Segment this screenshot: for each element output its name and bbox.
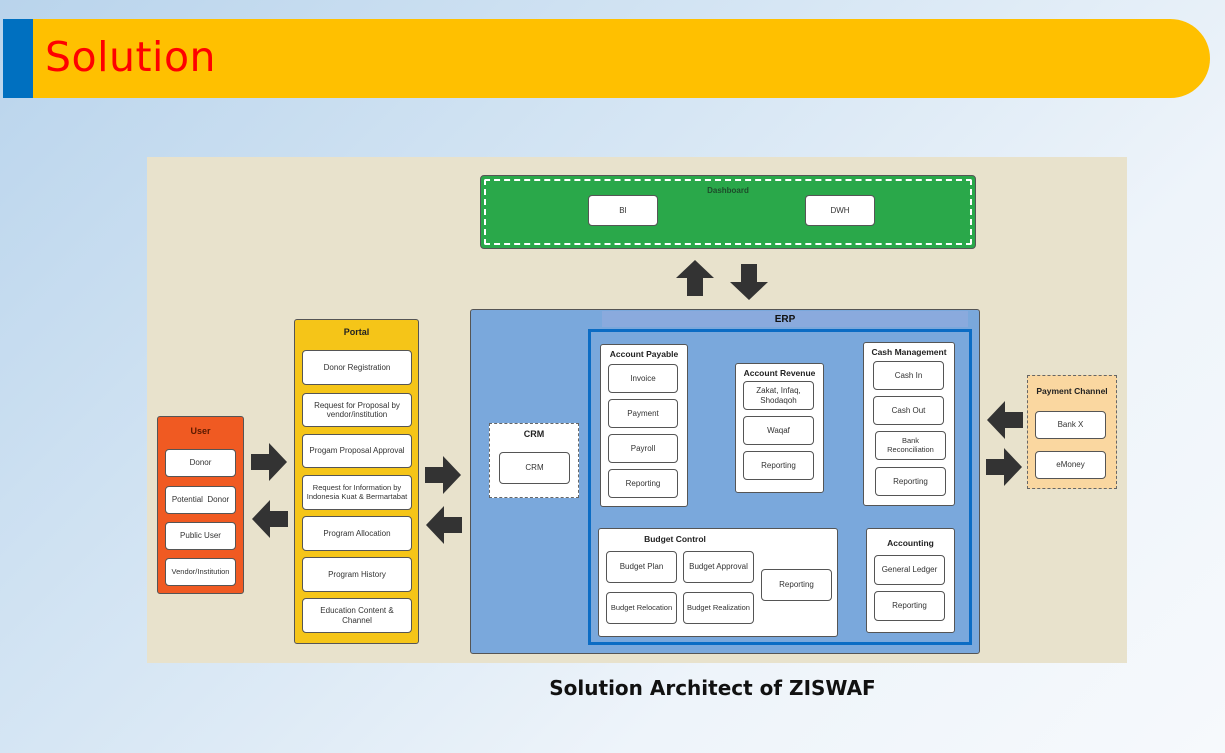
ar-item-waqaf: Waqaf <box>743 416 814 445</box>
erp-title: ERP <box>774 314 796 325</box>
bc-item-reporting: Reporting <box>761 569 832 601</box>
arrow-left-icon <box>426 506 462 544</box>
architecture-diagram: Dashboard BI DWH User Donor Potential Do… <box>147 157 1127 663</box>
user-item-public-user: Public User <box>165 522 236 550</box>
account-payable-title: Account Payable <box>609 349 679 359</box>
cm-item-cash-in: Cash In <box>873 361 944 390</box>
budget-control-title: Budget Control <box>644 534 706 544</box>
cm-item-cash-out: Cash Out <box>873 396 944 425</box>
ar-item-reporting: Reporting <box>743 451 814 480</box>
accounting-panel: Accounting General Ledger Reporting <box>866 528 955 633</box>
account-payable-panel: Account Payable Invoice Payment Payroll … <box>600 344 688 507</box>
portal-item-program-history: Program History <box>302 557 412 592</box>
portal-item-donor-registration: Donor Registration <box>302 350 412 385</box>
payment-item-emoney: eMoney <box>1035 451 1106 479</box>
user-item-vendor-institution: Vendor/Institution <box>165 558 236 586</box>
cm-item-bank-reconciliation: Bank Reconciliation <box>875 431 946 460</box>
ap-item-payroll: Payroll <box>608 434 678 463</box>
portal-item-request-for-proposal: Request for Proposal by vendor/instituti… <box>302 393 412 427</box>
budget-control-panel: Budget Control Budget Plan Budget Approv… <box>598 528 838 637</box>
crm-item: CRM <box>499 452 570 484</box>
erp-header-strip <box>602 311 968 327</box>
dashboard-dashed-border <box>484 179 972 245</box>
bc-item-budget-realization: Budget Realization <box>683 592 754 624</box>
account-revenue-panel: Account Revenue Zakat, Infaq, Shodaqoh W… <box>735 363 824 493</box>
arrow-left-icon <box>252 500 288 538</box>
payment-channel-title: Payment Channel <box>1036 386 1108 396</box>
bc-item-budget-approval: Budget Approval <box>683 551 754 583</box>
cm-item-reporting: Reporting <box>875 467 946 496</box>
portal-title: Portal <box>343 327 370 337</box>
payment-channel-panel: Payment Channel Bank X eMoney <box>1027 375 1117 489</box>
title-banner-accent <box>3 19 33 98</box>
arrow-up-icon <box>676 260 714 296</box>
dashboard-title: Dashboard <box>707 186 749 195</box>
arrow-left-icon <box>987 401 1023 439</box>
user-title: User <box>190 426 211 436</box>
portal-panel: Portal Donor Registration Request for Pr… <box>294 319 419 644</box>
title-banner <box>3 19 1210 98</box>
arrow-right-icon <box>986 448 1022 486</box>
user-panel: User Donor Potential Donor Public User V… <box>157 416 244 594</box>
portal-item-education-content: Education Content & Channel <box>302 598 412 633</box>
accounting-title: Accounting <box>887 538 934 548</box>
diagram-caption: Solution Architect of ZISWAF <box>549 676 876 700</box>
ap-item-payment: Payment <box>608 399 678 428</box>
ap-item-reporting: Reporting <box>608 469 678 498</box>
arrow-right-icon <box>425 456 461 494</box>
bc-item-budget-relocation: Budget Relocation <box>606 592 677 624</box>
portal-item-program-proposal-approval: Progam Proposal Approval <box>302 434 412 468</box>
dashboard-item-dwh: DWH <box>805 195 875 226</box>
bc-item-budget-plan: Budget Plan <box>606 551 677 583</box>
cash-management-panel: Cash Management Cash In Cash Out Bank Re… <box>863 342 955 506</box>
payment-item-bank-x: Bank X <box>1035 411 1106 439</box>
ar-item-zakat-infaq-shodaqoh: Zakat, Infaq, Shodaqoh <box>743 381 814 410</box>
cash-management-title: Cash Management <box>871 347 947 357</box>
acc-item-general-ledger: General Ledger <box>874 555 945 585</box>
erp-core-modules <box>588 329 972 645</box>
ap-item-invoice: Invoice <box>608 364 678 393</box>
slide-title: Solution <box>45 33 217 81</box>
acc-item-reporting: Reporting <box>874 591 945 621</box>
dashboard-panel: Dashboard BI DWH <box>480 175 976 249</box>
portal-item-program-allocation: Program Allocation <box>302 516 412 551</box>
dashboard-item-bi: BI <box>588 195 658 226</box>
portal-item-request-for-information: Request for Information by Indonesia Kua… <box>302 475 412 510</box>
arrow-right-icon <box>251 443 287 481</box>
arrow-down-icon <box>730 264 768 300</box>
account-revenue-title: Account Revenue <box>743 368 816 378</box>
crm-title: CRM <box>523 429 545 439</box>
crm-panel: CRM CRM <box>489 423 579 498</box>
user-item-donor: Donor <box>165 449 236 477</box>
user-item-potential-donor: Potential Donor <box>165 486 236 514</box>
